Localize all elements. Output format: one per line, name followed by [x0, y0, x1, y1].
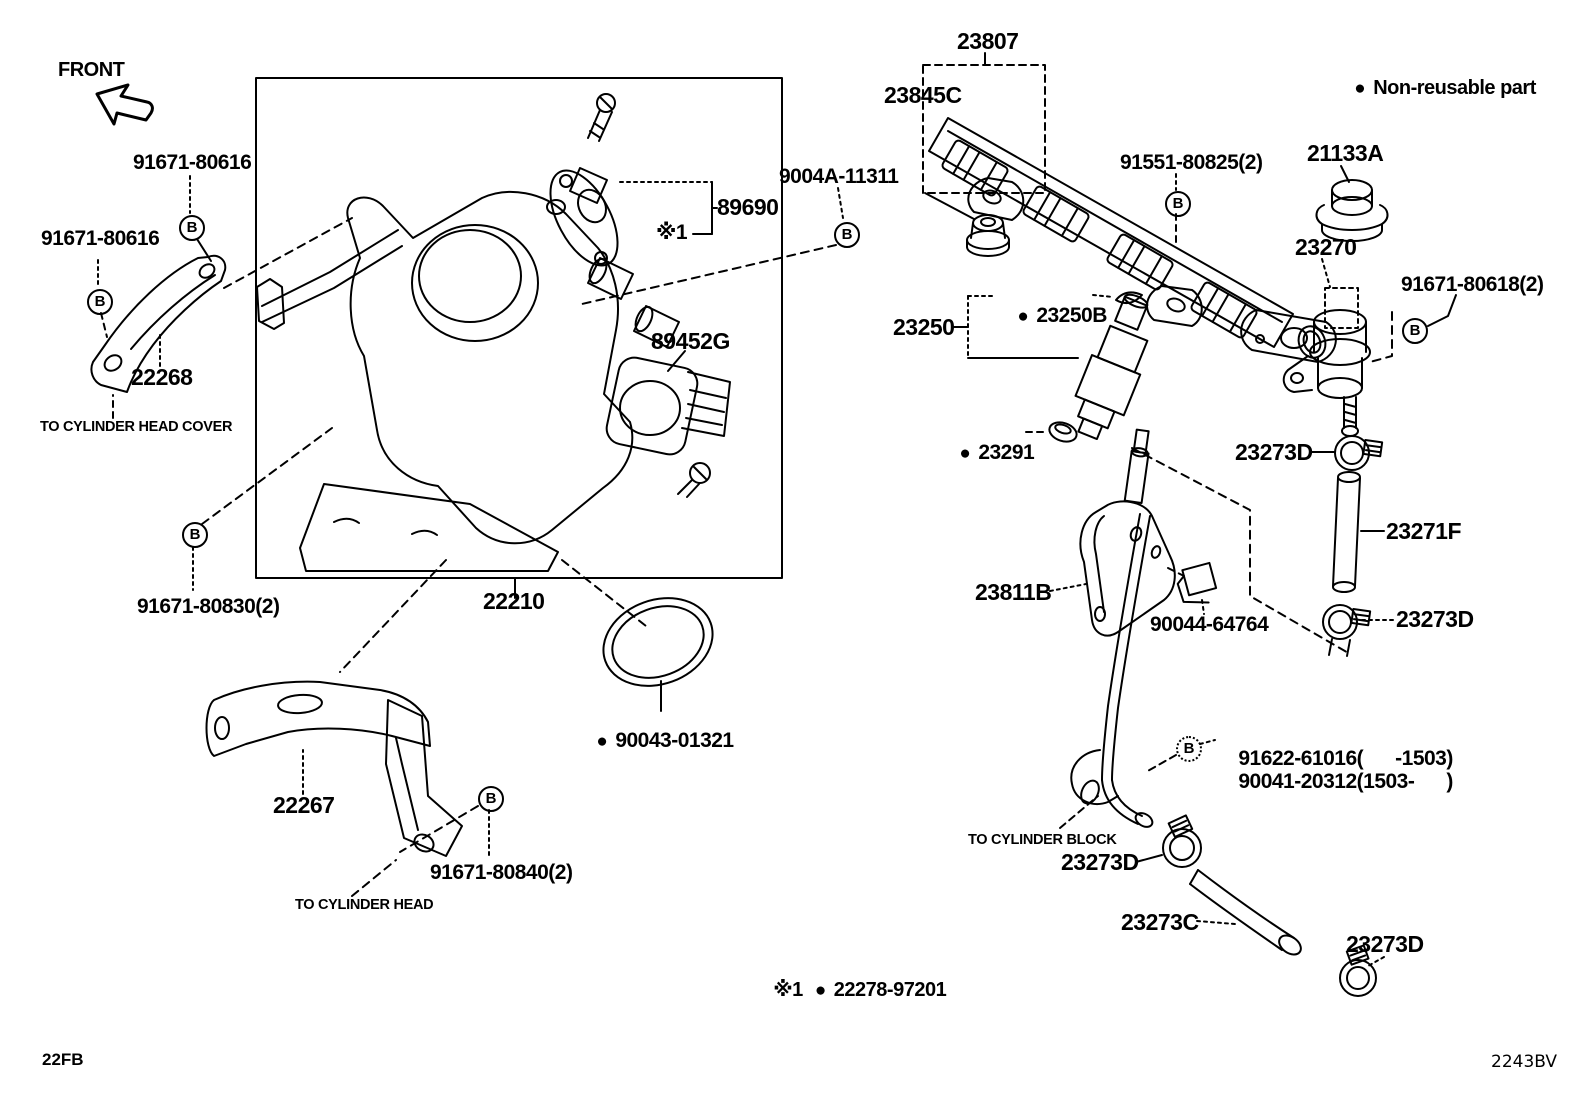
part-number: 22278-97201: [833, 979, 947, 1001]
part-label-91671-80616-top: 91671-80616: [133, 151, 252, 174]
part-label-23271F: 23271F: [1386, 518, 1462, 544]
part-label-23273D-4: 23273D: [1346, 931, 1424, 957]
part-label-23270: 23270: [1295, 234, 1357, 260]
part-label-23250B: ● 23250B: [996, 284, 1107, 347]
part-label-91671-80840: 91671-80840(2): [430, 861, 573, 884]
part-label-23273D-3: 23273D: [1061, 849, 1139, 875]
part-label-23250: 23250: [893, 314, 955, 340]
part-label-23273C: 23273C: [1121, 909, 1199, 935]
callout-b-7: B: [1402, 318, 1428, 344]
note-to-cylinder-block: TO CYLINDER BLOCK: [968, 832, 1117, 848]
part-label-89452G: 89452G: [651, 328, 730, 354]
non-reusable-bullet: ●: [596, 731, 608, 752]
callout-b-8: B: [1176, 736, 1202, 762]
part-label-90044-64764: 90044-64764: [1150, 613, 1269, 636]
part-number: 23291: [978, 441, 1035, 464]
part-label-90041-20312: 90041-20312(1503- ): [1217, 750, 1453, 813]
ref-mark-1: ※1: [656, 221, 688, 244]
part-number: 90043-01321: [615, 729, 734, 752]
footnote-22278-97201: ※1 ● 22278-97201: [753, 960, 946, 1020]
applicability-range: ( -1503): [1356, 747, 1454, 770]
part-label-91671-80618: 91671-80618(2): [1401, 273, 1544, 296]
part-label-89690: 89690: [717, 194, 779, 220]
part-label-21133A: 21133A: [1307, 140, 1384, 166]
front-arrow: [95, 83, 154, 126]
part-label-91622-61016: 91622-61016( -1503): [1217, 727, 1453, 790]
callout-b-2: B: [87, 289, 113, 315]
part-label-91551-80825: 91551-80825(2): [1120, 151, 1263, 174]
note-to-cylinder-head: TO CYLINDER HEAD: [295, 897, 434, 913]
ref-mark-1: ※1: [773, 979, 803, 1001]
part-label-9004A-11311: 9004A-11311: [779, 165, 899, 188]
part-number: 23250B: [1036, 304, 1107, 327]
front-label: FRONT: [58, 59, 125, 81]
legend-non-reusable: ● Non-reusable part: [1334, 58, 1536, 118]
part-label-91671-80616-left: 91671-80616: [41, 227, 160, 250]
legend-text: Non-reusable part: [1373, 77, 1536, 99]
figure-code-left: 22FB: [42, 1050, 84, 1069]
part-label-22267: 22267: [273, 792, 335, 818]
part-label-22210: 22210: [483, 588, 545, 614]
non-reusable-bullet: ●: [1017, 306, 1029, 327]
figure-code-right: 2243BV: [1491, 1052, 1558, 1072]
note-to-cylinder-head-cover: TO CYLINDER HEAD COVER: [40, 419, 233, 435]
part-label-23291: ● 23291: [938, 421, 1034, 484]
non-reusable-bullet: ●: [814, 980, 826, 1001]
part-label-23811B: 23811B: [975, 579, 1052, 605]
callout-b-1: B: [179, 215, 205, 241]
part-label-22268: 22268: [131, 364, 193, 390]
callout-b-5: B: [478, 786, 504, 812]
part-label-23845C: 23845C: [884, 82, 962, 108]
non-reusable-bullet: ●: [959, 443, 971, 464]
part-label-91671-80830: 91671-80830(2): [137, 595, 280, 618]
part-label-23273D-2: 23273D: [1396, 606, 1474, 632]
part-label-90043-01321: ● 90043-01321: [575, 709, 734, 772]
callout-b-4: B: [182, 522, 208, 548]
callout-b-3: B: [834, 222, 860, 248]
part-number: 91622-61016: [1238, 747, 1357, 770]
part-number: 90041-20312: [1238, 770, 1357, 793]
part-label-23807: 23807: [957, 28, 1019, 54]
applicability-range: (1503- ): [1356, 770, 1454, 793]
non-reusable-bullet: ●: [1354, 78, 1366, 99]
part-label-23273D-1: 23273D: [1235, 439, 1313, 465]
callout-b-6: B: [1165, 191, 1191, 217]
